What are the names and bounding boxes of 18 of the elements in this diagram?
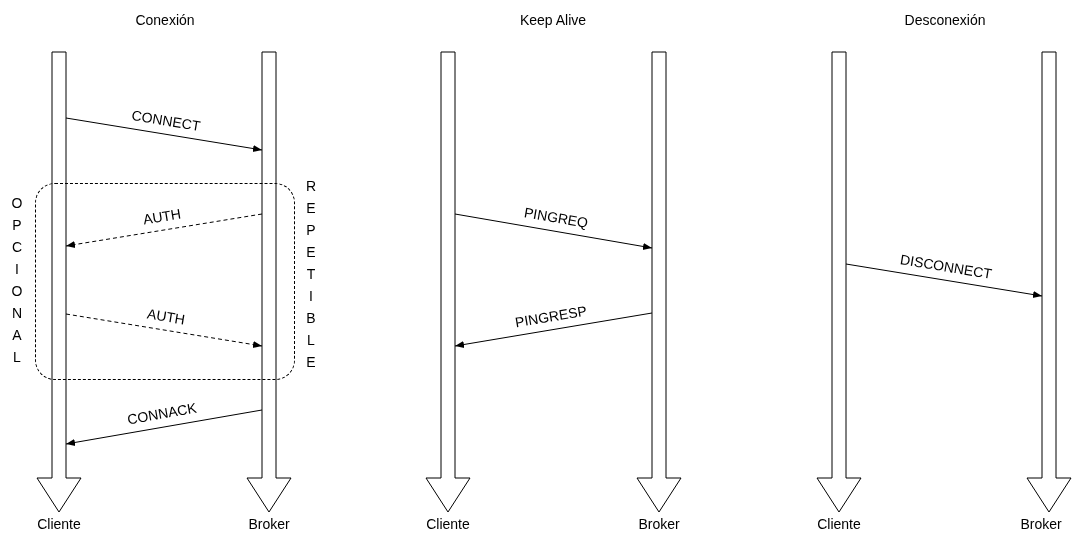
lifeline-label: Broker xyxy=(638,516,680,532)
lifeline-label: Broker xyxy=(248,516,290,532)
message-arrow xyxy=(65,213,263,249)
lifeline-label: Cliente xyxy=(426,516,470,532)
section-title: Conexión xyxy=(135,12,195,28)
message-arrow xyxy=(454,213,653,250)
vertical-label: REPETIBLE xyxy=(305,177,317,372)
message-arrow xyxy=(65,409,263,446)
message-arrow xyxy=(65,313,263,349)
message-arrow xyxy=(65,117,263,153)
lifeline-label: Cliente xyxy=(37,516,81,532)
message-arrow xyxy=(454,312,653,349)
section-title: Keep Alive xyxy=(519,12,587,28)
vertical-label: OPCIONAL xyxy=(11,194,23,367)
lifeline-label: Cliente xyxy=(817,516,861,532)
section-title: Desconexión xyxy=(904,12,986,28)
message-arrow xyxy=(845,263,1043,299)
lifeline-label: Broker xyxy=(1020,516,1062,532)
